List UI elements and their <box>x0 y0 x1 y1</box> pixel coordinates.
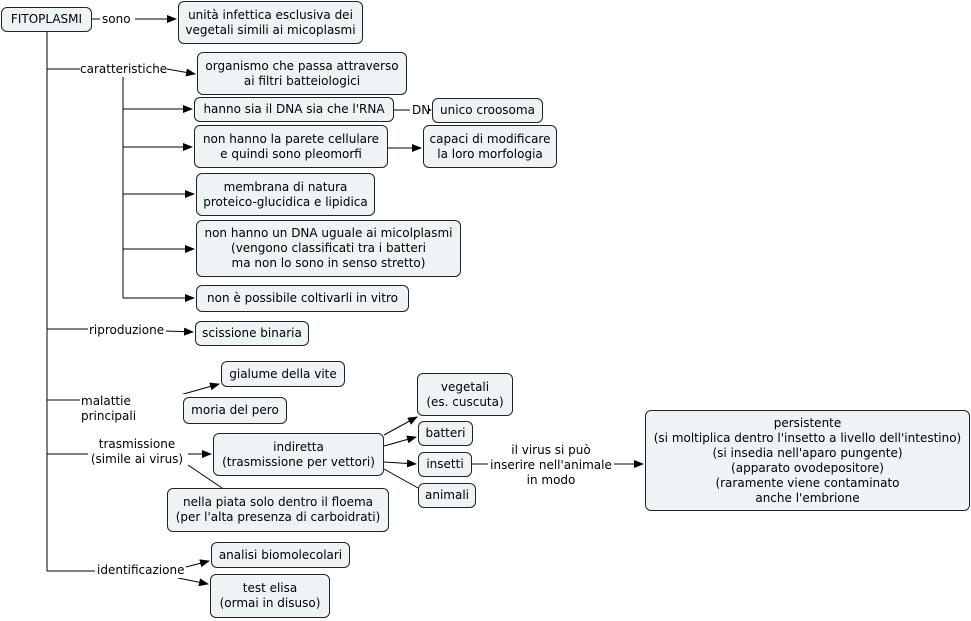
node-dna-rna[interactable]: hanno sia il DNA sia che l'RNA <box>194 97 394 122</box>
link-label-trasmissione: trasmissione (simile ai virus) <box>89 437 185 467</box>
node-gialume-vite[interactable]: gialume della vite <box>221 361 345 387</box>
link-label-sono: sono <box>102 12 131 27</box>
node-membrana[interactable]: membrana di natura proteico-glucidica e … <box>196 173 375 216</box>
node-animali[interactable]: animali <box>418 483 476 508</box>
node-fitoplasmi[interactable]: FITOPLASMI <box>1 7 92 32</box>
link-label-identificazione: identificazione <box>97 563 185 578</box>
node-insetti[interactable]: insetti <box>418 452 472 477</box>
node-parete-cellulare[interactable]: non hanno la parete cellulare e quindi s… <box>194 125 388 168</box>
node-floema[interactable]: nella piata solo dentro il floema (per l… <box>167 488 389 532</box>
node-filtri-batteriologici[interactable]: organismo che passa attraverso ai filtri… <box>197 52 407 95</box>
link-label-malattie: malattie principali <box>81 394 187 424</box>
node-modificare-morfologia[interactable]: capaci di modificare la loro morfologia <box>423 125 557 168</box>
node-vegetali[interactable]: vegetali (es. cuscuta) <box>417 373 513 416</box>
link-label-riproduzione: riproduzione <box>89 323 165 338</box>
node-dna-micoplasmi[interactable]: non hanno un DNA uguale ai micolplasmi (… <box>196 220 461 277</box>
node-persistente[interactable]: persistente (si moltiplica dentro l'inse… <box>645 410 970 511</box>
link-label-inserire: il virus si può inserire nell'animale in… <box>488 443 614 488</box>
node-batteri[interactable]: batteri <box>418 421 473 446</box>
node-scissione-binaria[interactable]: scissione binaria <box>195 321 309 346</box>
node-coltivarli[interactable]: non è possibile coltivarli in vitro <box>196 285 409 312</box>
node-analisi-biomolecolari[interactable]: analisi biomolecolari <box>211 542 350 568</box>
node-definition[interactable]: unità infettica esclusiva dei vegetali s… <box>178 1 363 44</box>
node-unico-cromosoma[interactable]: unico croosoma <box>432 98 543 123</box>
node-test-elisa[interactable]: test elisa (ormai in disuso) <box>210 574 330 618</box>
node-indiretta[interactable]: indiretta (trasmissione per vettori) <box>213 433 384 476</box>
link-label-dna: DNA <box>412 103 429 118</box>
node-moria-pero[interactable]: moria del pero <box>183 397 287 424</box>
link-label-caratteristiche: caratteristiche <box>80 62 168 77</box>
